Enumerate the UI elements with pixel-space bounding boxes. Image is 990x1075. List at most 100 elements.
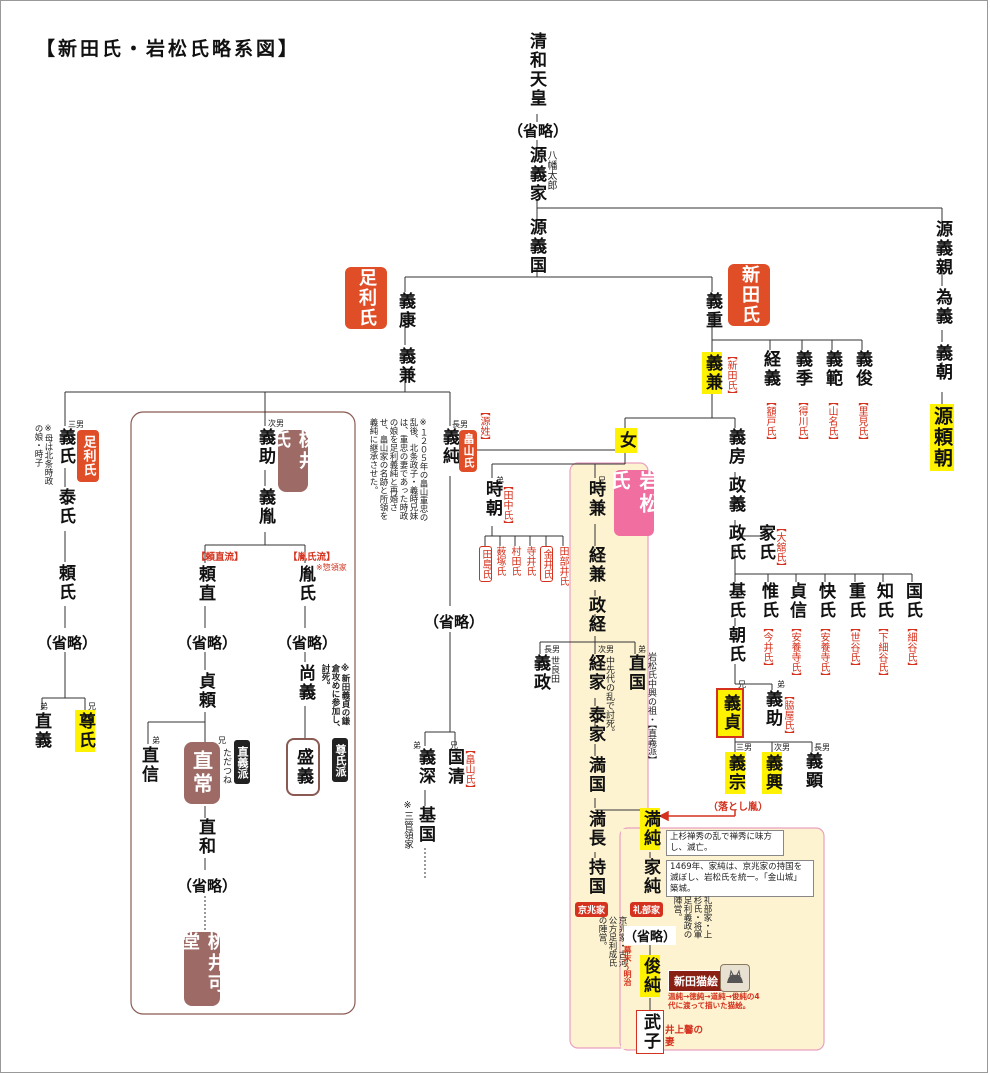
badge-takauji-ha: 尊氏派 — [332, 738, 348, 782]
omit-ashikaga: （省略） — [37, 634, 98, 652]
label-third-son: 三男 — [68, 420, 84, 429]
node-tameyoshi: 為義 — [932, 288, 952, 326]
node-masauji: 政氏 — [725, 524, 745, 562]
node-yoshikane-a: 義兼 — [395, 347, 415, 385]
node-tsunekane: 経兼 — [585, 546, 605, 584]
tag-terai: 寺井氏 — [524, 546, 535, 576]
tag-tabe: 田部井氏 — [557, 546, 568, 586]
node-mitsukuni: 満国 — [585, 756, 605, 794]
node-yoshisuke-m: 義助 — [255, 428, 275, 466]
badge-reibu: 礼部家 — [630, 902, 664, 917]
note-hatakeyama: ※１２０５年の畠山重忠の乱後、北条政子・義時兄妹は、重忠の妻であった時政の娘を足… — [368, 418, 428, 522]
node-yoshitane: 義胤 — [255, 488, 275, 526]
node-naoyoshi: 尚義 — [295, 664, 315, 702]
node-yoshinori: 義範 — [822, 350, 842, 388]
label-elder: 兄 — [88, 702, 96, 711]
tag-satomi: 【里見氏】 — [856, 396, 867, 446]
node-tadayoshi: 直義 — [31, 712, 51, 750]
node-yoritomo: 源頼朝 — [930, 404, 954, 471]
node-masayoshi: 政義 — [725, 476, 745, 514]
omit-momoi-1: （省略） — [177, 634, 238, 652]
tag-ryu2: 【胤氏流】 — [288, 552, 336, 563]
tag-anyou-2: 【安養寺氏】 — [818, 622, 829, 682]
node-yoshisue: 義季 — [792, 350, 812, 388]
omit-momoi-3: （省略） — [177, 877, 238, 895]
node-tokitomo: 時朝 — [482, 480, 502, 518]
node-yoshitomo: 義朝 — [932, 344, 952, 382]
tag-nitta: 【新田氏】 — [725, 350, 736, 400]
badge-keicho: 京兆家 — [575, 902, 609, 917]
tag-anyou-1: 【安養寺氏】 — [789, 622, 800, 682]
label-elder-m: 兄 — [218, 736, 226, 745]
note-sankanryo: ※三管領家 — [402, 800, 413, 849]
node-yoshisada: 義貞 — [716, 688, 744, 738]
label-eldest-i: 長男 — [544, 645, 560, 654]
label-bakumatsu: 幕末〜明治 — [623, 946, 632, 986]
momoi-panel — [130, 411, 356, 1015]
node-yoshiaki: 義顕 — [802, 752, 822, 790]
node-kunikiyo: 国清 — [444, 748, 464, 786]
node-naotsune: 直常 — [184, 742, 220, 804]
tag-shimoeya: 【下細谷氏】 — [876, 622, 887, 682]
note-naokuni: 岩松氏中興の祖・【直義派】 — [646, 652, 656, 765]
node-yoshikuni: 源義国 — [526, 218, 546, 275]
note-tsuneie: 中先代の乱で討死。 — [604, 656, 614, 737]
note-mitsuzumi: 上杉禅秀の乱で禅秀に味方し、滅亡。 — [666, 830, 784, 856]
tag-hosoya: 【細谷氏】 — [905, 622, 916, 672]
clan-hatakeyama: 畠山氏 — [459, 430, 477, 472]
node-yoriuji: 頼氏 — [55, 564, 75, 602]
node-yoshifusa: 義房 — [725, 428, 745, 466]
clan-nitta: 新田氏 — [728, 264, 770, 326]
label-younger-n: 弟 — [777, 680, 785, 689]
node-naokazu: 直和 — [195, 818, 215, 856]
label-elder-h: 兄 — [450, 741, 458, 750]
label-second-i: 次男 — [598, 645, 614, 654]
node-yoshishige: 義重 — [702, 292, 722, 330]
node-yoshikane-n: 義兼 — [702, 352, 722, 394]
node-toshizumi: 俊純 — [640, 955, 660, 997]
node-iezumi: 家純 — [640, 858, 660, 896]
note-iezumi: 1469年、家純は、京兆家の持国を滅ぼし、岩松氏を統一。「金山城」築城。 — [666, 860, 814, 897]
node-seiwa: 清和天皇 — [526, 32, 546, 108]
label-second-n: 次男 — [774, 743, 790, 752]
node-morishi: 盛義 — [286, 738, 320, 796]
tag-sedani: 【世谷氏】 — [848, 622, 859, 672]
clan-iwamatsu: 岩松氏 — [607, 470, 660, 536]
node-naokuni: 直国 — [625, 654, 645, 692]
label-setaragita: 世良田 — [549, 656, 559, 683]
clan-ashikaga: 足利氏 — [345, 267, 387, 329]
clan-momoi: 桃井氏 — [270, 430, 317, 492]
tag-tokugawa: 【得川氏】 — [796, 396, 807, 446]
omit-label: （省略） — [508, 122, 569, 140]
node-yasuie: 泰家 — [585, 706, 605, 744]
tag-wakiya: 【脇屋氏】 — [782, 690, 793, 740]
omit-hatakeyama: （省略） — [424, 613, 485, 631]
tag-tanaka: 【田中氏】 — [501, 480, 512, 530]
omit-momoi-2: （省略） — [277, 634, 338, 652]
tag-kanai: 金井氏 — [540, 546, 553, 582]
node-naonobu: 直信 — [138, 746, 158, 784]
node-takauji: 尊氏 — [75, 710, 95, 752]
tag-otoshi: （落とし胤） — [708, 802, 768, 813]
node-sadanobu: 貞信 — [786, 582, 806, 620]
node-ieuji: 家氏 — [755, 524, 775, 562]
node-kuniuji: 国氏 — [902, 582, 922, 620]
tag-ryu2-sub: ※惣領家 — [316, 563, 347, 572]
omit-iwamatsu: （省略） — [624, 926, 677, 945]
node-yoshichika: 源義親 — [932, 220, 952, 277]
node-tsuneyoshi: 経義 — [760, 350, 780, 388]
node-shigeuji: 重氏 — [845, 582, 865, 620]
tag-ooidai: 【大舘氏】 — [774, 522, 785, 572]
label-second-son: 次男 — [268, 419, 284, 428]
badge-nyao: 新田猫絵 — [668, 970, 724, 992]
tag-yamana: 【山名氏】 — [826, 396, 837, 446]
label-younger-i2: 弟 — [638, 645, 646, 654]
node-tomouji: 知氏 — [873, 582, 893, 620]
clan-ashikaga-small: 足利氏 — [77, 430, 99, 482]
label-eldest-h: 長男 — [452, 420, 468, 429]
tag-imai: 【今井氏】 — [761, 622, 772, 672]
node-yoshizumi: 義純 — [439, 428, 459, 466]
yoshiie-alias: 八幡太郎 — [545, 150, 556, 190]
tag-tajima: 田島氏 — [479, 546, 492, 582]
